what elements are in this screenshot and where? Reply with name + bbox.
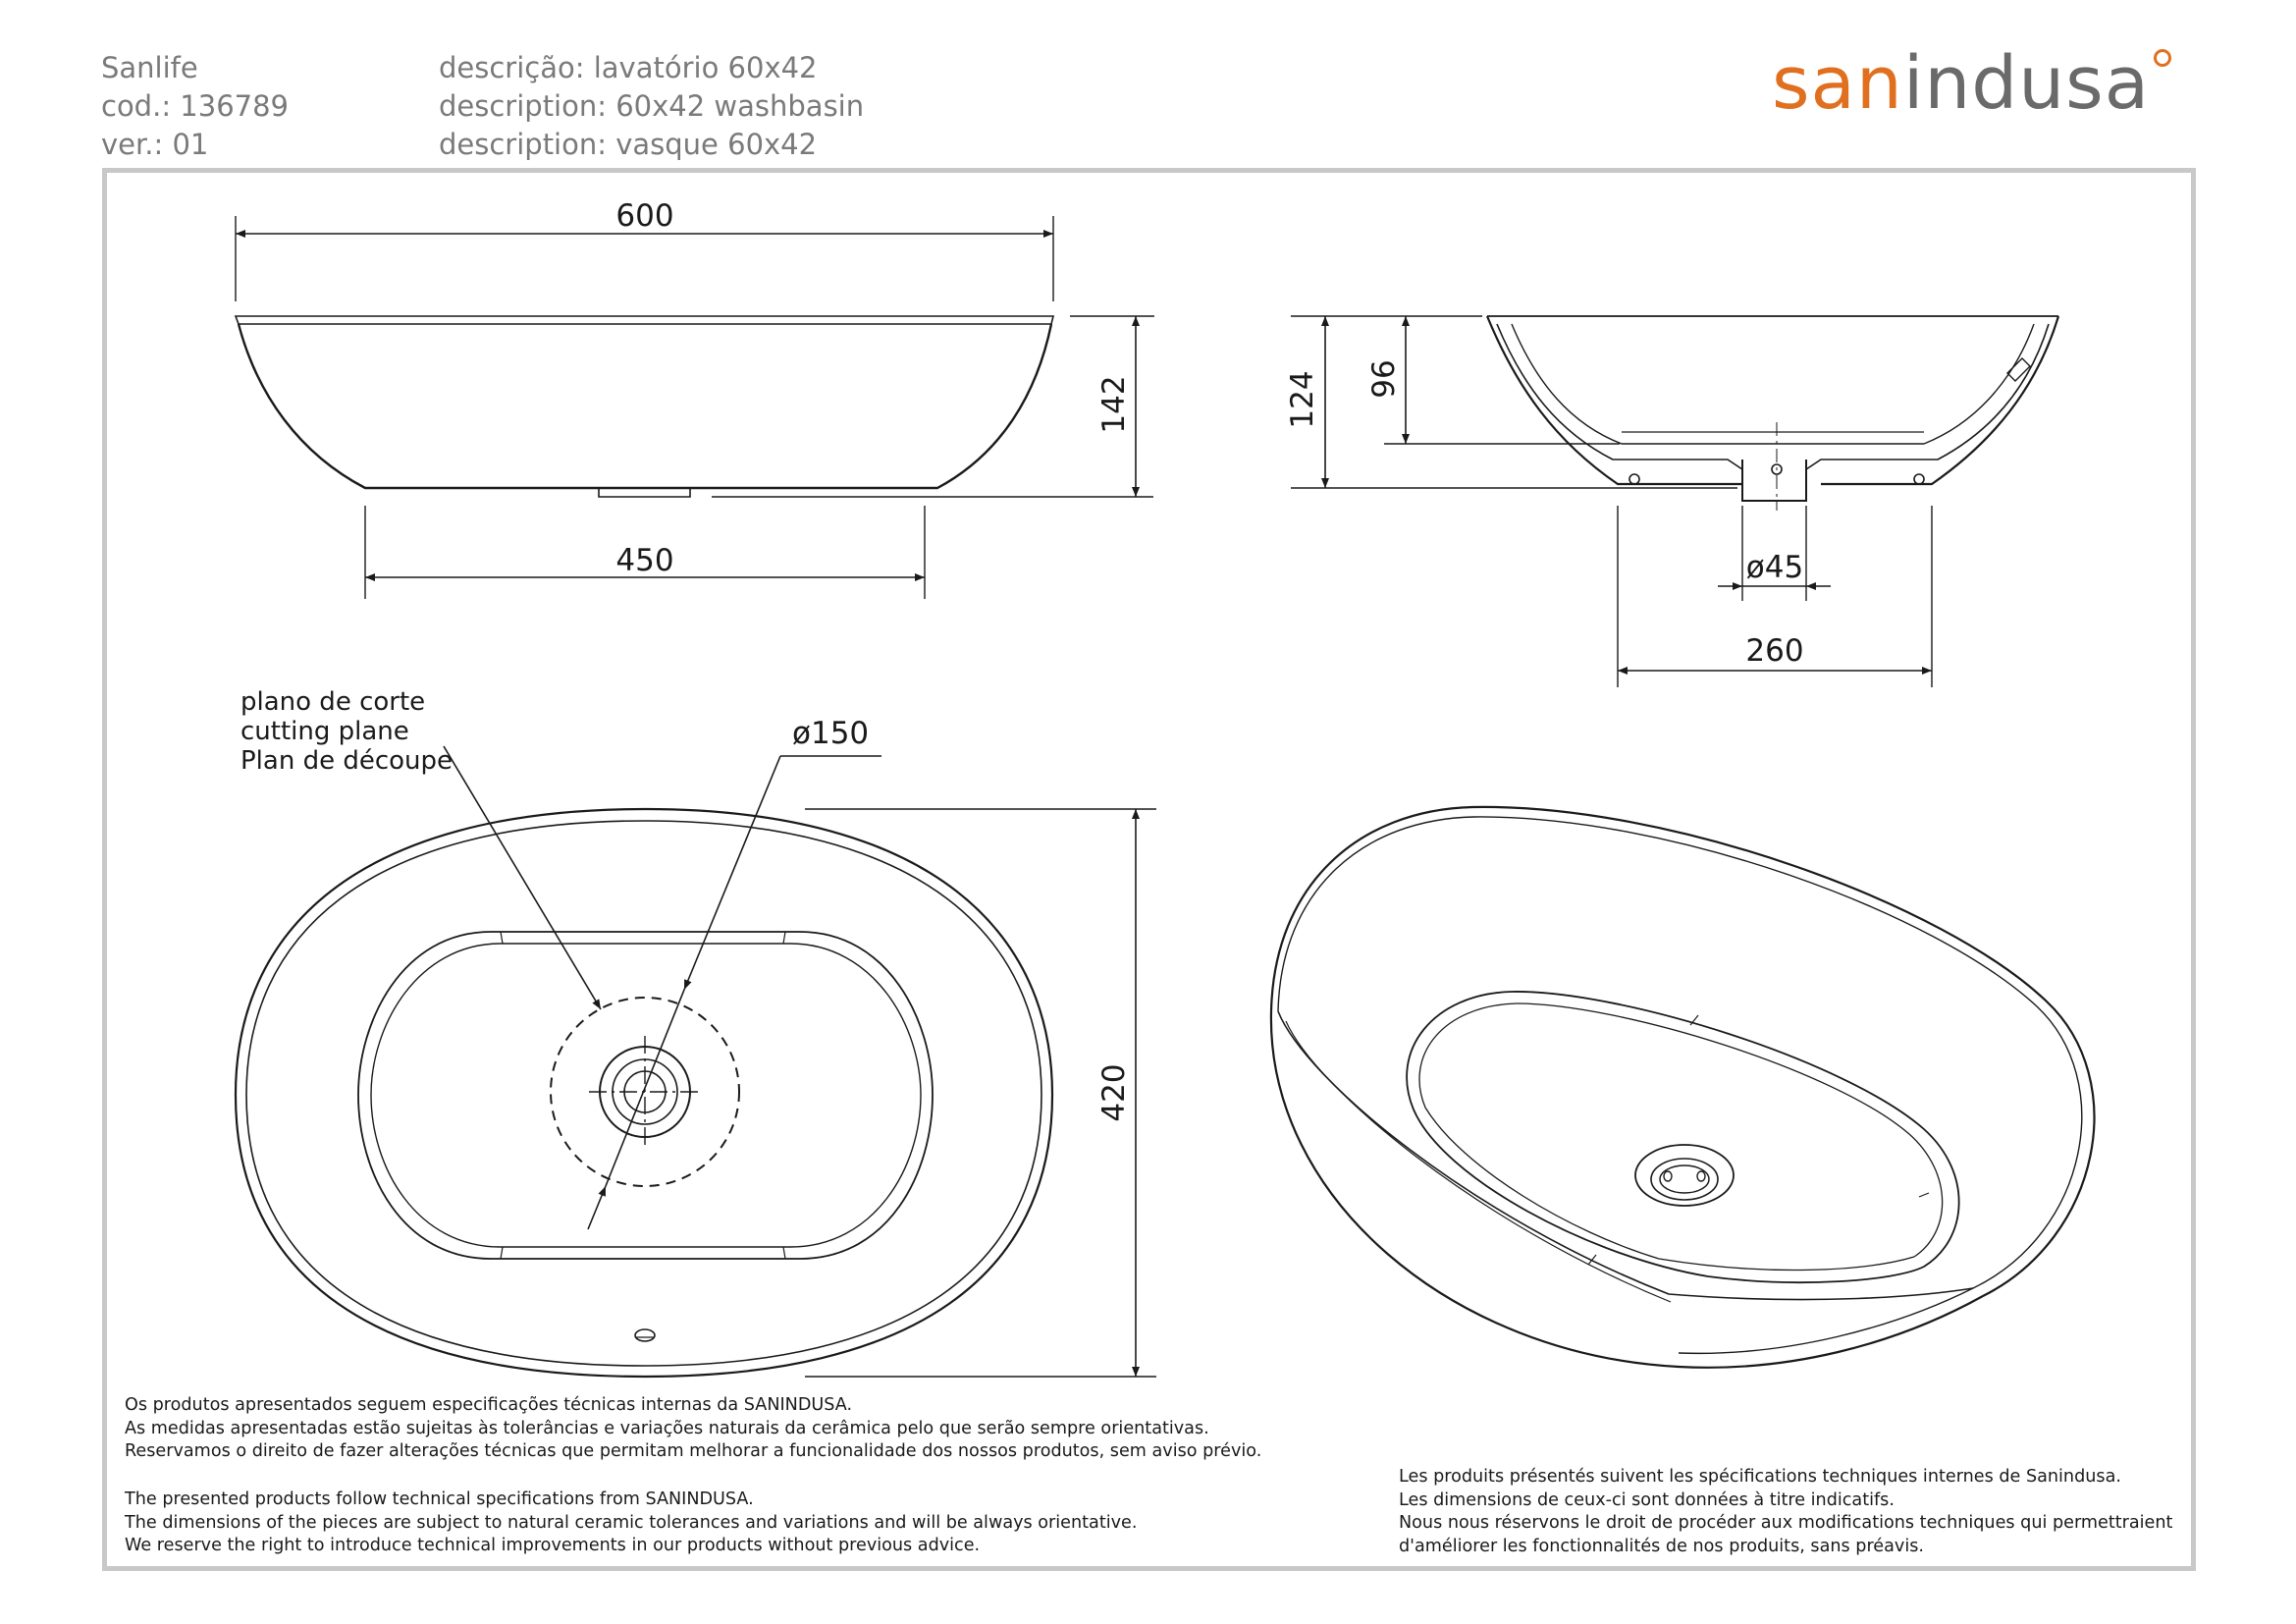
cutting-plane-label-en: cutting plane — [240, 717, 409, 746]
notes-english: The presented products follow technical … — [125, 1489, 1137, 1558]
note-line: We reserve the right to introduce techni… — [125, 1536, 981, 1555]
note-line: Reservamos o direito de fazer alterações… — [125, 1441, 1262, 1461]
cutting-plane-label-pt: plano de corte — [240, 687, 425, 717]
dim-base-section: 260 — [1745, 633, 1803, 669]
description-pt: descrição: lavatório 60x42 — [439, 51, 818, 84]
note-line: Les produits présentés suivent les spéci… — [1399, 1467, 2121, 1487]
note-line: Les dimensions de ceux-ci sont données à… — [1399, 1489, 1895, 1510]
series-name: Sanlife — [101, 51, 198, 84]
version: ver.: 01 — [101, 128, 209, 161]
notes-french: Les produits présentés suivent les spéci… — [1399, 1466, 2172, 1558]
header-descriptions: descrição: lavatório 60x42 description: … — [439, 49, 864, 164]
header-product-info: Sanlife cod.: 136789 ver.: 01 — [101, 49, 289, 164]
note-line: Os produtos apresentados seguem especifi… — [125, 1395, 853, 1415]
dim-cut-diameter: ø150 — [792, 716, 869, 751]
note-line: The dimensions of the pieces are subject… — [125, 1512, 1138, 1533]
drawing-frame — [102, 168, 2196, 1571]
dim-width-top: 600 — [615, 198, 673, 234]
section-view — [1291, 315, 2060, 687]
dim-depth-inner: 96 — [1366, 359, 1402, 398]
dim-height-section: 124 — [1285, 370, 1320, 428]
plan-view — [234, 745, 1156, 1379]
note-line: Nous nous réservons le droit de procéder… — [1399, 1513, 2173, 1533]
note-line: As medidas apresentadas estão sujeitas à… — [125, 1418, 1209, 1438]
description-en: description: 60x42 washbasin — [439, 89, 865, 123]
front-elevation — [234, 216, 1154, 599]
product-code: cod.: 136789 — [101, 89, 290, 123]
brand-logo: sanindusa — [1772, 41, 2172, 126]
note-line: The presented products follow technical … — [125, 1489, 754, 1509]
registered-mark-icon — [2154, 49, 2172, 67]
dim-drain-diameter: ø45 — [1746, 550, 1803, 585]
notes-portuguese: Os produtos apresentados seguem especifi… — [125, 1394, 1261, 1464]
dim-depth-plan: 420 — [1096, 1063, 1132, 1121]
dim-width-base: 450 — [615, 543, 673, 578]
dim-height-total: 142 — [1096, 375, 1132, 433]
cutting-plane-label-fr: Plan de découpe — [240, 746, 453, 776]
note-line: d'améliorer les fonctionnalités de nos p… — [1399, 1536, 1924, 1556]
perspective-view — [1269, 805, 2096, 1369]
description-fr: description: vasque 60x42 — [439, 128, 818, 161]
